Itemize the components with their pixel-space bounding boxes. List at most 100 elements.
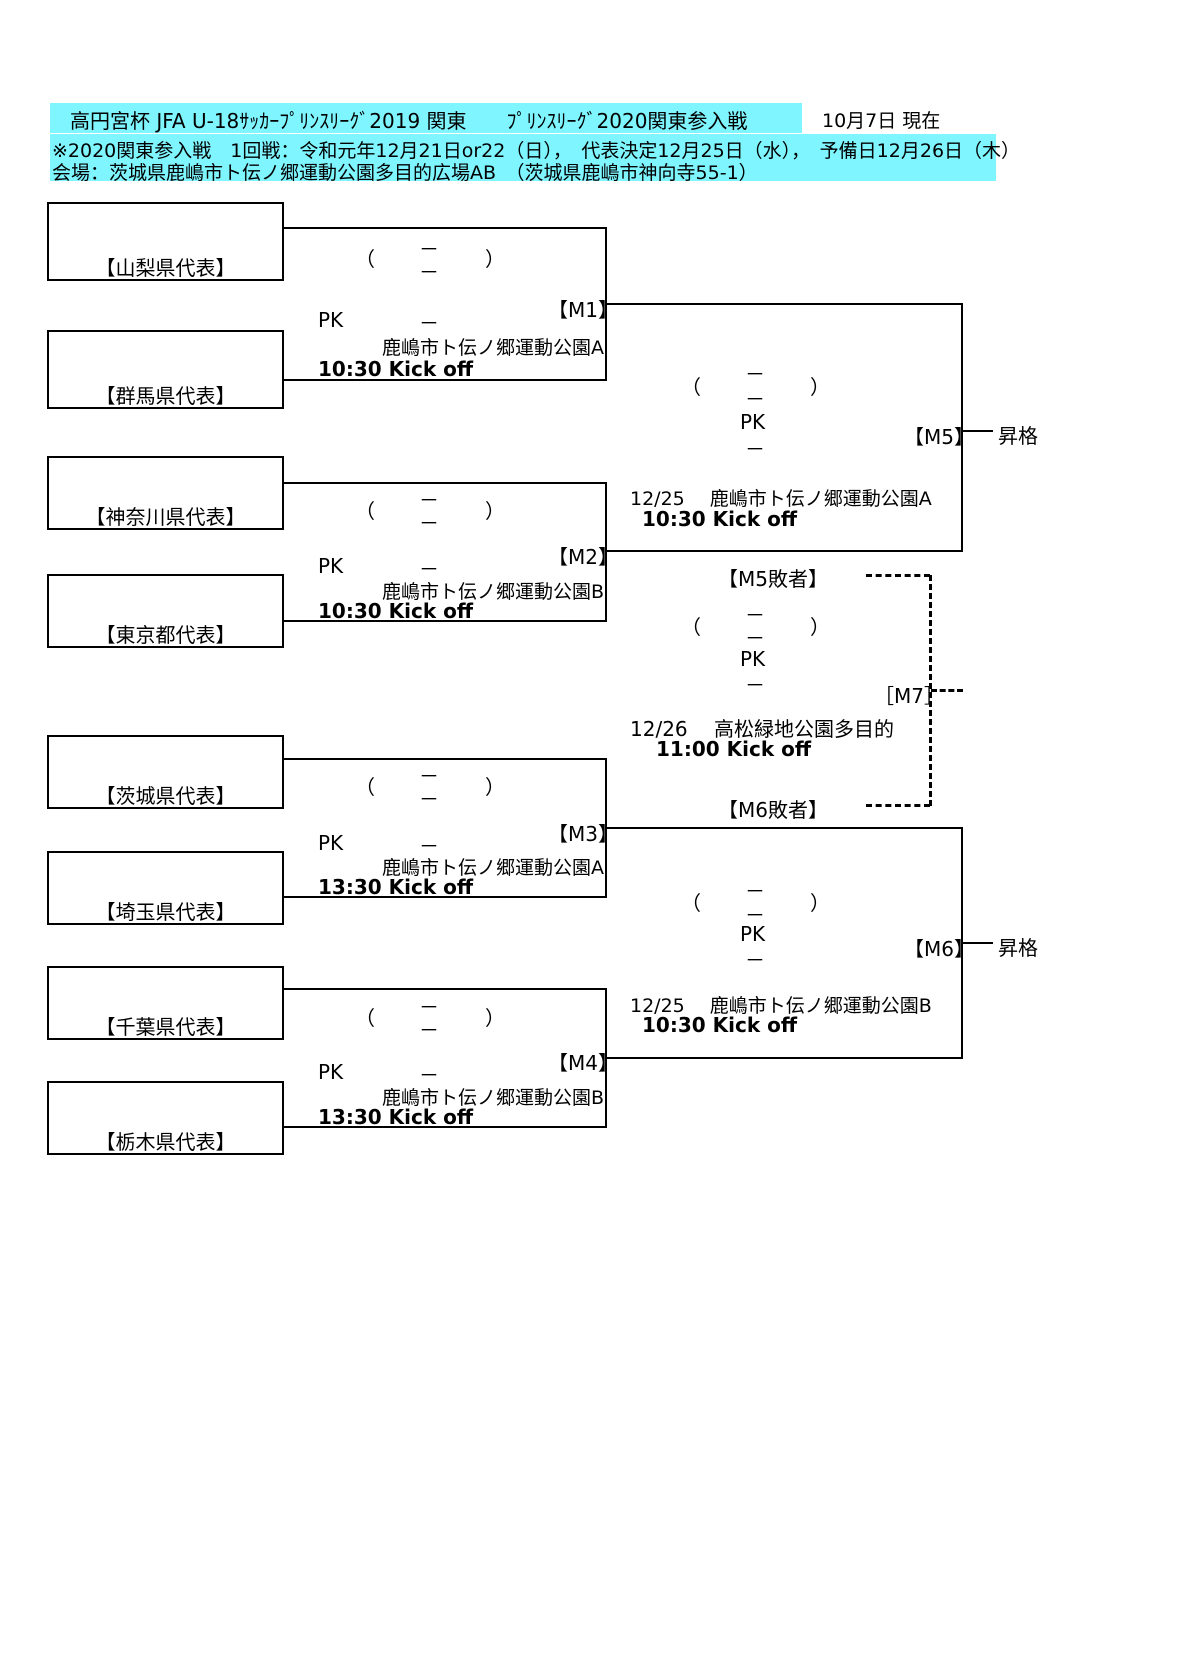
pk-dash: － [419,311,439,335]
match-venue: 鹿嶋市ト伝ノ郷運動公園B [382,1087,605,1109]
bracket-line [605,482,607,622]
pk-dash: － [419,834,439,858]
match-label: 【M1】 [548,298,618,322]
dashed-line [931,689,963,692]
promotion-label: 昇格 [998,424,1038,448]
team-box-chiba: 【千葉県代表】 [47,966,284,1040]
score-paren-open: （ [681,615,701,639]
dashed-line [866,574,930,577]
dashed-line [929,575,932,806]
bracket-line [961,303,963,552]
bracket-line [282,227,607,229]
bracket-line [605,227,607,381]
team-label: 【千葉県代表】 [95,1015,236,1039]
bracket-line [607,1057,963,1059]
info-highlight [50,134,996,181]
score-paren-close: ） [485,499,505,523]
match-kickoff: 13:30 Kick off [318,1105,474,1129]
pk-dash: － [419,1063,439,1087]
team-box-yamanashi: 【山梨県代表】 [47,202,284,281]
bracket-line [963,942,993,944]
team-label: 【栃木県代表】 [95,1130,236,1154]
score-paren-close: ） [810,615,830,639]
bracket-line [605,988,607,1128]
pk-label: PK [740,410,766,434]
bracket-line [607,827,963,829]
score-paren-close: ） [810,375,830,399]
team-label: 【群馬県代表】 [95,384,236,408]
pk-dash: － [419,557,439,581]
match-label: 【M3】 [548,822,618,846]
team-label: 【埼玉県代表】 [95,900,236,924]
match-label: ［M7］ [874,684,944,708]
pk-label: PK [318,831,344,855]
pk-label: PK [318,554,344,578]
match-kickoff: 10:30 Kick off [318,599,474,623]
team-label: 【茨城県代表】 [95,784,236,808]
match-label: 【M2】 [548,545,618,569]
bracket-line [607,550,963,552]
score-dash: － [419,488,439,512]
bracket-line [605,758,607,898]
match-label: 【M4】 [548,1051,618,1075]
match-venue: 鹿嶋市ト伝ノ郷運動公園B [382,581,605,603]
pk-label: PK [318,1060,344,1084]
pk-label: PK [740,647,766,671]
bracket-line [282,620,607,622]
match-label: 【M5】 [904,425,974,449]
score-paren-close: ） [810,891,830,915]
team-label: 【東京都代表】 [95,623,236,647]
dashed-line [866,804,930,807]
pk-label: PK [318,308,344,332]
score-dash: － [745,626,765,650]
team-box-tokyo: 【東京都代表】 [47,574,284,648]
title-highlight [50,103,802,133]
pk-label: PK [740,922,766,946]
bracket-line [282,482,607,484]
score-paren-open: （ [681,375,701,399]
team-label: 【山梨県代表】 [95,256,236,280]
bracket-line [282,988,607,990]
team-label: 【神奈川県代表】 [85,505,246,529]
as-of-date: 10月7日 現在 [822,110,941,132]
promotion-label: 昇格 [998,936,1038,960]
venue-note: 会場：茨城県鹿嶋市ト伝ノ郷運動公園多目的広場AB （茨城県鹿嶋市神向寺55-1） [52,162,758,184]
score-dash: － [419,1018,439,1042]
match-date-venue: 12/25 鹿嶋市ト伝ノ郷運動公園A [630,488,932,510]
match-label: 【M6】 [904,937,974,961]
bracket-line [282,758,607,760]
pk-dash: － [745,673,765,697]
bracket-line [963,430,993,432]
match-venue: 鹿嶋市ト伝ノ郷運動公園A [382,857,604,879]
team-box-saitama: 【埼玉県代表】 [47,851,284,925]
bracket-line [282,1126,607,1128]
match-kickoff: 11:00 Kick off [656,737,812,761]
schedule-note: ※2020関東参入戦 1回戦：令和元年12月21日or22（日）， 代表決定12… [52,140,1021,162]
bracket-line [282,379,607,381]
match-kickoff: 13:30 Kick off [318,875,474,899]
m6-loser-label: 【M6敗者】 [718,798,828,822]
team-box-gunma: 【群馬県代表】 [47,330,284,409]
score-dash: － [745,603,765,627]
m5-loser-label: 【M5敗者】 [718,567,828,591]
score-dash: － [419,260,439,284]
score-dash: － [745,362,765,386]
team-box-ibaraki: 【茨城県代表】 [47,735,284,809]
score-dash: － [419,511,439,535]
score-dash: － [419,995,439,1019]
pk-dash: － [745,437,765,461]
bracket-line [961,827,963,1059]
score-paren-open: （ [355,1006,375,1030]
score-paren-open: （ [355,247,375,271]
team-box-kanagawa: 【神奈川県代表】 [47,456,284,530]
score-dash: － [745,879,765,903]
match-kickoff: 10:30 Kick off [318,357,474,381]
score-paren-open: （ [355,775,375,799]
bracket-line [282,896,607,898]
match-venue: 鹿嶋市ト伝ノ郷運動公園A [382,337,604,359]
score-paren-close: ） [485,1006,505,1030]
match-date-venue: 12/26 高松緑地公園多目的 [630,717,894,741]
score-dash: － [419,764,439,788]
score-dash: － [419,237,439,261]
pk-dash: － [745,948,765,972]
